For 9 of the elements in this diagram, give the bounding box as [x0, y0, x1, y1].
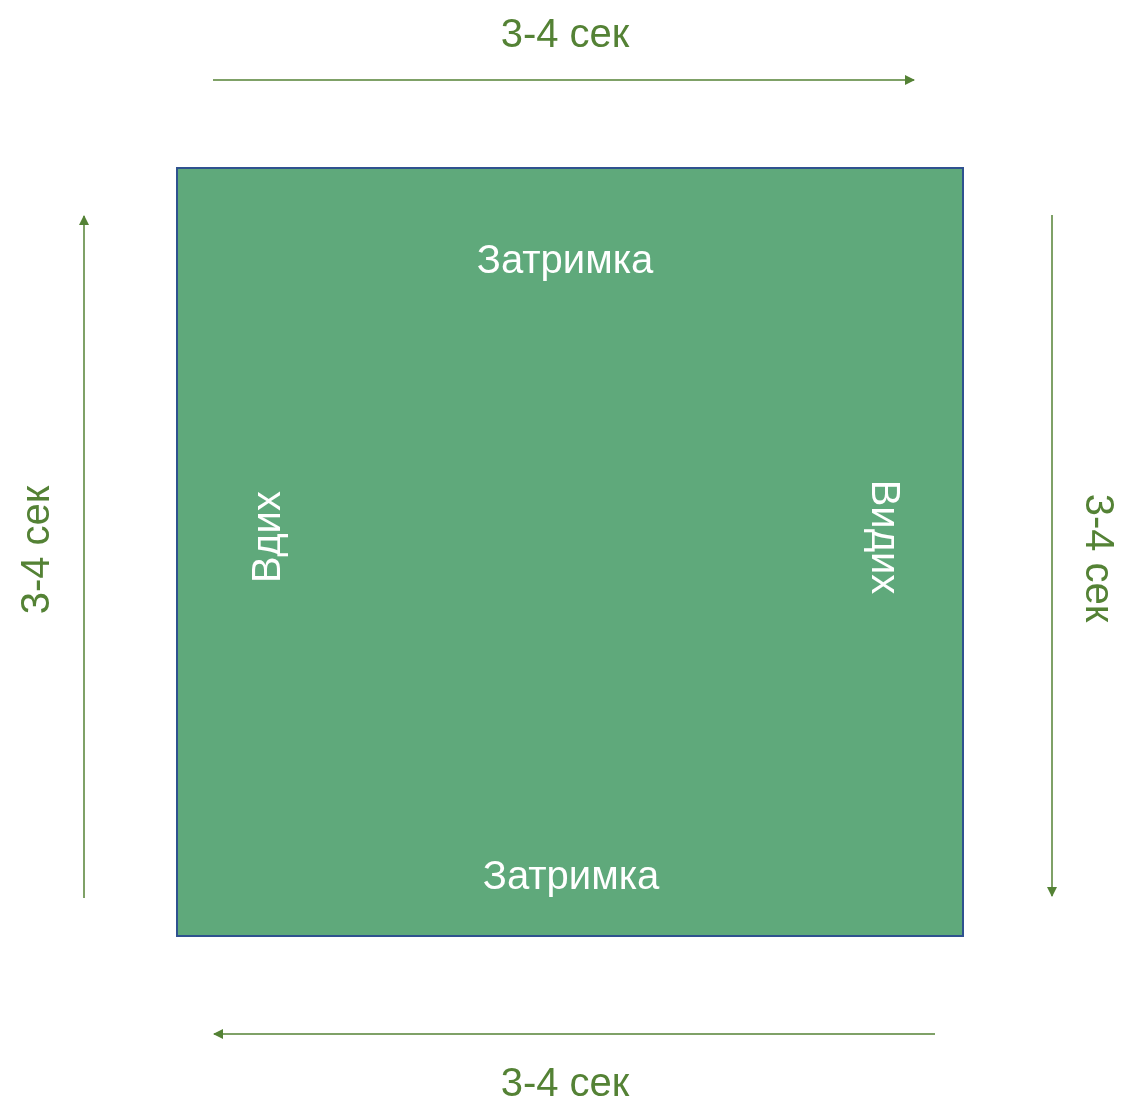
duration-label: 3-4 сек	[1080, 493, 1120, 623]
square-panel	[176, 167, 964, 937]
phase-label: Затримка	[482, 855, 660, 895]
phase-label: Затримка	[476, 239, 654, 279]
phase-label: Вдих	[246, 491, 286, 583]
duration-label: 3-4 сек	[15, 485, 55, 615]
phase-label: Видих	[866, 479, 906, 595]
duration-label: 3-4 сек	[500, 13, 630, 53]
duration-label: 3-4 сек	[500, 1062, 630, 1102]
